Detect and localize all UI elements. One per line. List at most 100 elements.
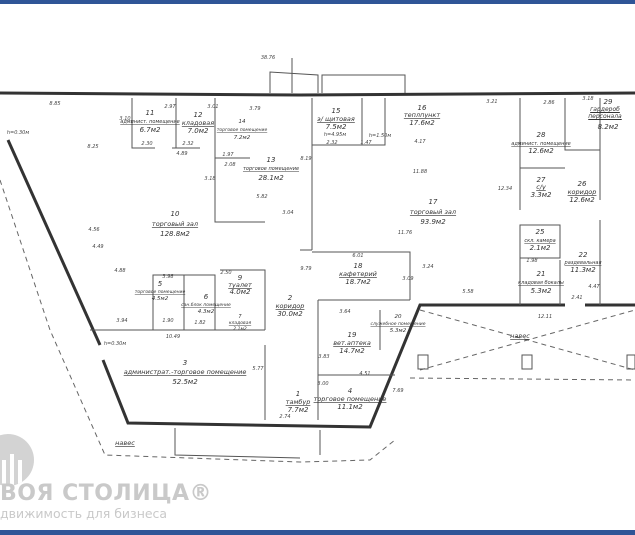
plan-label: 5.82 bbox=[256, 194, 267, 200]
plan-label: 8.19 bbox=[300, 156, 311, 162]
plan-label: 2.97 bbox=[164, 104, 176, 110]
plan-label: 7.0м2 bbox=[188, 127, 209, 135]
plan-label: коридор bbox=[568, 188, 597, 196]
plan-label: 3.18 bbox=[204, 176, 215, 182]
plan-label: 3.83 bbox=[318, 354, 329, 360]
plan-label: э/ щитовая bbox=[317, 115, 355, 123]
plan-line bbox=[626, 354, 635, 370]
plan-label: 28.1м2 bbox=[258, 174, 284, 182]
plan-label: 11.88 bbox=[413, 169, 427, 175]
plan-label: 13 bbox=[267, 156, 276, 164]
plan-label: 4.17 bbox=[414, 139, 426, 145]
plan-label: 30.0м2 bbox=[277, 310, 303, 318]
plan-label: 6.01 bbox=[352, 253, 363, 259]
plan-line bbox=[269, 71, 406, 93]
plan-label: 12.6м2 bbox=[569, 196, 595, 204]
plan-label: теплпункт bbox=[404, 111, 440, 119]
plan-label: 1.47 bbox=[360, 140, 372, 146]
plan-label: 16 bbox=[418, 104, 427, 112]
plan-label: вет.аптека bbox=[333, 339, 371, 347]
plan-label: 4 bbox=[348, 387, 352, 395]
plan-label: 3.21 bbox=[486, 99, 497, 105]
plan-label: 2.32 bbox=[182, 141, 193, 147]
plan-line bbox=[264, 345, 319, 420]
plan-line bbox=[519, 220, 601, 305]
outer-walls bbox=[0, 58, 635, 429]
plan-label: 3.10 bbox=[119, 116, 130, 122]
plan-line bbox=[417, 354, 429, 370]
plan-label: 2.74 bbox=[279, 414, 290, 420]
plan-label: 4.3м2 bbox=[198, 309, 215, 315]
plan-label: 3.64 bbox=[339, 309, 350, 315]
plan-label: 14.7м2 bbox=[339, 347, 365, 355]
plan-label: 3.94 bbox=[116, 318, 127, 324]
plan-label: 22 bbox=[579, 251, 588, 259]
plan-label: торговый зал bbox=[152, 220, 198, 228]
plan-label: админист. помещение bbox=[120, 119, 179, 125]
plan-label: 5.77 bbox=[252, 366, 264, 372]
plan-label: 15 bbox=[332, 107, 341, 115]
plan-label: скл. камера bbox=[524, 238, 555, 244]
plan-label: раздевальная bbox=[564, 260, 602, 266]
plan-label: 11.1м2 bbox=[337, 403, 363, 411]
plan-line bbox=[317, 300, 395, 376]
bottom-frame-bar bbox=[0, 530, 635, 535]
dimension-labels: 8.85 3.10 2.97 3.01 3.79 2.30 2.32 4.89 … bbox=[49, 96, 600, 420]
plan-label: 5.3м2 bbox=[531, 287, 552, 295]
plan-label: 128.8м2 bbox=[160, 230, 190, 238]
plan-label: 93.9м2 bbox=[420, 218, 446, 226]
plan-label: 26 bbox=[578, 180, 587, 188]
plan-line bbox=[300, 249, 411, 301]
plan-label: 29 bbox=[604, 98, 613, 106]
plan-label: 12.34 bbox=[498, 186, 512, 192]
height-mark: h=0.30м bbox=[104, 341, 126, 347]
plan-line bbox=[174, 428, 321, 459]
plan-label: 3.04 bbox=[282, 210, 293, 216]
plan-label: 3.98 bbox=[162, 274, 173, 280]
plan-label: 1.97 bbox=[222, 152, 234, 158]
plan-label: 2 bbox=[288, 294, 293, 302]
plan-label: 4.56 bbox=[88, 227, 99, 233]
watermark-brand: ВОЯ СТОЛИЦА® bbox=[0, 481, 213, 506]
plan-label: 3 bbox=[183, 359, 187, 367]
plan-label: 2.1м2 bbox=[233, 326, 247, 332]
height-mark: h=1.50м bbox=[369, 133, 391, 139]
plan-label: 18.7м2 bbox=[345, 278, 371, 286]
plan-label: тамбур bbox=[286, 398, 311, 406]
plan-label: 2.32 bbox=[326, 140, 337, 146]
canopy-outline bbox=[0, 179, 635, 463]
plan-label: 4.88 bbox=[114, 268, 125, 274]
plan-label: 5.3м2 bbox=[390, 328, 407, 334]
plan-label: 10.49 bbox=[166, 334, 180, 340]
interior-walls bbox=[90, 98, 601, 420]
plan-label: 6 bbox=[204, 293, 209, 301]
plan-label: 8.85 bbox=[49, 101, 60, 107]
plan-line bbox=[131, 98, 265, 223]
plan-label: 3.09 bbox=[402, 276, 413, 282]
plan-label: 18 bbox=[354, 262, 363, 270]
plan-label: торговое помещение bbox=[135, 290, 186, 295]
plan-label: 4.49 bbox=[92, 244, 103, 250]
height-mark: h=0.30м bbox=[7, 130, 29, 136]
height-mark: h=4.95м bbox=[324, 132, 346, 138]
watermark-tagline: движимость для бизнеса bbox=[0, 506, 168, 521]
plan-label: 9 bbox=[238, 274, 243, 282]
plan-label: 5 bbox=[158, 280, 163, 288]
plan-label: 2.30 bbox=[141, 141, 152, 147]
plan-label: 3.01 bbox=[207, 104, 218, 110]
plan-label: 14 bbox=[239, 119, 246, 125]
plan-line bbox=[0, 91, 635, 97]
plan-label: торговое помещение bbox=[217, 128, 268, 133]
plan-label: 21 bbox=[537, 270, 546, 278]
plan-label: 3.18 bbox=[582, 96, 593, 102]
